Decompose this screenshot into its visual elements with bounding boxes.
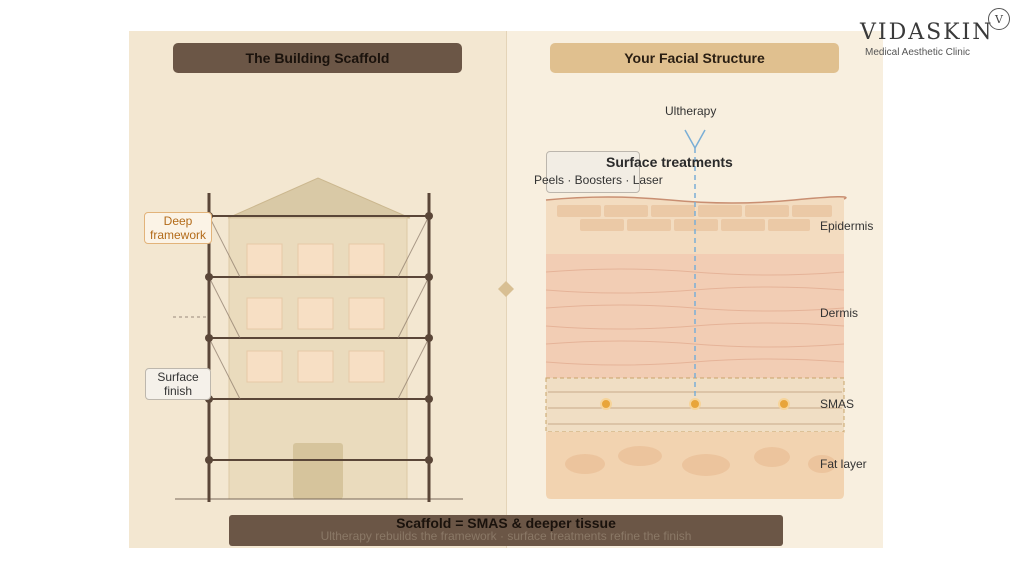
surface-treatments-box	[546, 151, 640, 193]
ultherapy-focal-points	[600, 398, 790, 410]
building-roof	[227, 177, 411, 219]
fat-cells	[565, 446, 836, 476]
scaffold-frame	[205, 193, 433, 502]
skin-surface-line	[545, 195, 847, 204]
ultherapy-label: Ultherapy	[665, 104, 717, 118]
building-door	[293, 443, 343, 499]
surface-finish-callout: Surface finish	[145, 368, 211, 400]
fat-layer-label: Fat layer	[820, 457, 867, 471]
divider-diamond-icon	[498, 281, 514, 297]
brand-logo: VIDASKIN V Medical Aesthetic Clinic	[860, 8, 1010, 66]
deep-framework-callout: Deep framework	[144, 212, 212, 244]
surface-treatments-subtitle: Peels · Boosters · Laser	[534, 173, 663, 187]
footer-banner: Scaffold = SMAS & deeper tissue Ultherap…	[229, 515, 783, 546]
facial-structure-title: Your Facial Structure	[550, 43, 839, 73]
building	[227, 177, 411, 500]
dermis-fibers	[545, 268, 845, 366]
footer-title: Scaffold = SMAS & deeper tissue	[396, 515, 616, 531]
brand-tagline: Medical Aesthetic Clinic	[865, 47, 971, 58]
skin-layers	[545, 195, 847, 499]
epidermis-cells	[557, 205, 832, 231]
epidermis-label: Epidermis	[820, 219, 874, 233]
surface-treatments-title: Surface treatments	[606, 154, 733, 170]
brand-mark-icon: V	[988, 8, 1010, 30]
scaffold-title: The Building Scaffold	[173, 43, 462, 73]
footer-subtitle: Ultherapy rebuilds the framework · surfa…	[320, 529, 692, 543]
smas-label: SMAS	[820, 397, 855, 411]
dermis-label: Dermis	[820, 306, 858, 320]
ultherapy-beam	[684, 129, 706, 398]
building-windows	[246, 243, 385, 383]
ultherapy-arrow-icon	[684, 129, 706, 150]
brand-name: VIDASKIN	[860, 20, 994, 45]
